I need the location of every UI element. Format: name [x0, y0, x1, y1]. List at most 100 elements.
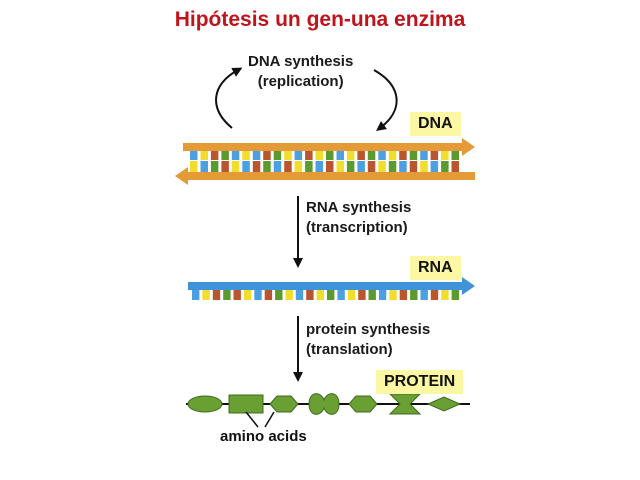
dna-base — [315, 161, 323, 172]
dna-base — [294, 150, 303, 160]
dna-top-bases — [190, 150, 459, 160]
transcription-label: RNA synthesis (transcription) — [306, 198, 411, 238]
dna-base — [315, 150, 323, 160]
dna-base — [273, 150, 282, 160]
dna-bottom-bases — [190, 161, 459, 172]
diagram-title: Hipótesis un gen-una enzima — [174, 8, 466, 31]
rna-base — [430, 289, 439, 300]
dna-base — [441, 161, 449, 172]
rna-base — [420, 289, 428, 300]
dna-base — [336, 150, 344, 160]
amino-acids-label: amino acids — [220, 428, 307, 445]
dna-base — [294, 161, 303, 172]
replication-left-arrow — [215, 67, 243, 129]
dna-base — [346, 150, 355, 160]
transcription-line2: (transcription) — [306, 219, 408, 236]
dna-base — [210, 150, 219, 160]
dna-bottom-strand — [175, 167, 475, 185]
dna-base — [242, 150, 250, 160]
dna-tag: DNA — [410, 112, 461, 136]
rna-base — [451, 289, 459, 300]
rna-base — [337, 289, 345, 300]
dna-base — [305, 150, 313, 160]
dna-base — [210, 161, 219, 172]
dna-base — [231, 161, 240, 172]
amino-acid-hexagon — [269, 395, 299, 413]
dna-top-strand — [183, 138, 475, 156]
amino-acid-bowtie — [388, 393, 422, 415]
replication-line1: DNA synthesis — [248, 53, 354, 70]
rna-base — [192, 289, 200, 300]
replication-label: DNA synthesis (replication) — [248, 52, 353, 92]
rna-base — [327, 289, 335, 300]
dna-base — [409, 150, 418, 160]
dna-base — [231, 150, 240, 160]
dna-base — [420, 161, 428, 172]
rna-base — [264, 289, 273, 300]
dna-base — [263, 150, 271, 160]
dna-base — [409, 161, 418, 172]
translation-line2: (translation) — [306, 341, 393, 358]
amino-acid-ellipse — [187, 395, 223, 413]
rna-base — [316, 289, 324, 300]
rna-base — [295, 289, 304, 300]
dna-base — [252, 161, 261, 172]
dna-base — [221, 150, 229, 160]
amino-acid-peanut — [308, 393, 340, 415]
dna-base — [378, 150, 386, 160]
dna-base — [346, 161, 355, 172]
dna-base — [326, 150, 334, 160]
dna-base — [284, 161, 292, 172]
translation-line1: protein synthesis — [306, 321, 431, 338]
rna-base — [254, 289, 262, 300]
dna-base — [367, 161, 376, 172]
dna-base — [430, 150, 439, 160]
dna-base — [263, 161, 271, 172]
dna-base — [326, 161, 334, 172]
amino-acid-pointer-left — [245, 411, 259, 428]
dna-base — [357, 150, 365, 160]
dna-base — [388, 150, 397, 160]
rna-base — [243, 289, 252, 300]
rna-base — [368, 289, 376, 300]
translation-label: protein synthesis (translation) — [306, 320, 430, 360]
rna-tag: RNA — [410, 256, 461, 280]
dna-base — [388, 161, 397, 172]
transcription-line1: RNA synthesis — [306, 199, 412, 216]
dna-base — [357, 161, 365, 172]
amino-acid-pointer-right — [264, 411, 275, 428]
rna-base — [233, 289, 241, 300]
dna-base — [273, 161, 282, 172]
dna-base — [451, 150, 459, 160]
dna-base — [200, 161, 208, 172]
rna-bases — [192, 289, 459, 300]
dna-base — [221, 161, 229, 172]
rna-base — [285, 289, 293, 300]
dna-base — [441, 150, 449, 160]
rna-base — [306, 289, 314, 300]
dna-base — [420, 150, 428, 160]
dna-base — [378, 161, 386, 172]
dna-base — [430, 161, 439, 172]
dna-base — [336, 161, 344, 172]
rna-base — [202, 289, 210, 300]
rna-base — [223, 289, 231, 300]
dna-base — [367, 150, 376, 160]
rna-base — [410, 289, 418, 300]
replication-line2: (replication) — [257, 73, 344, 90]
amino-acid-diamond — [426, 396, 462, 412]
dna-base — [399, 150, 407, 160]
rna-base — [358, 289, 366, 300]
rna-base — [389, 289, 397, 300]
dna-base — [190, 161, 198, 172]
rna-base — [212, 289, 221, 300]
dna-base — [242, 161, 250, 172]
amino-acid-rect — [228, 394, 264, 414]
protein-tag: PROTEIN — [376, 370, 464, 394]
rna-base — [378, 289, 387, 300]
dna-base — [200, 150, 208, 160]
amino-acid-hexagon — [348, 395, 378, 413]
dna-base — [252, 150, 261, 160]
dna-base — [284, 150, 292, 160]
